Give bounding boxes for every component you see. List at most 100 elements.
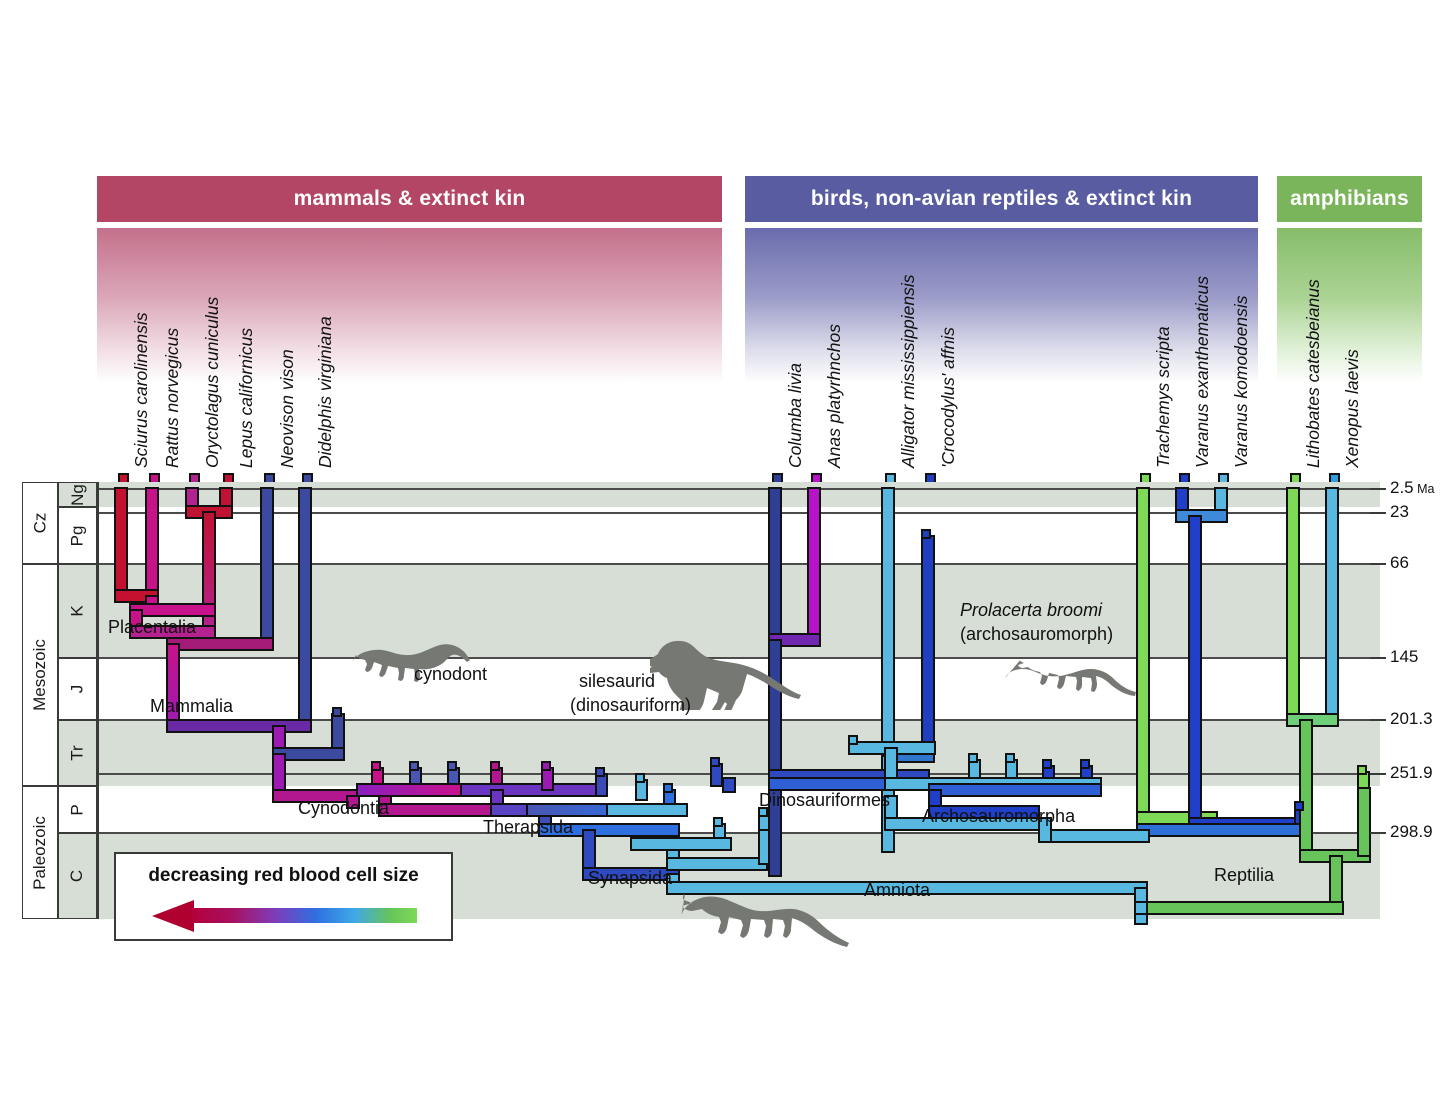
lineage-node-square [332, 707, 342, 717]
group-bar-mammals-label: mammals & extinct kin [293, 187, 526, 210]
clade-label-therapsida: Therapsida [483, 817, 574, 837]
group-bar-amphibians: amphibians [1277, 176, 1422, 222]
dimetrodon-silhouette [681, 894, 849, 947]
clade-label-dinosauriformes: Dinosauriformes [759, 790, 891, 810]
lineage-node-square [490, 761, 500, 771]
period-label: Ng [67, 483, 87, 506]
period-cell-p: P [58, 786, 97, 833]
lineage-node-square [1005, 753, 1015, 763]
axis-tick-label-298-9: 298.9 [1390, 822, 1433, 842]
legend-gradient-bar [192, 908, 417, 923]
era-cell-paleozoic: Paleozoic [22, 786, 58, 919]
axis-tick-value: 2.5 [1390, 478, 1414, 497]
time-rule-66 [99, 563, 1380, 565]
axis-tick-value: 23 [1390, 502, 1409, 521]
annotation-archosauromorph: (archosauromorph) [960, 624, 1114, 644]
group-panel-reptiles [745, 228, 1258, 383]
group-bar-reptiles: birds, non-avian reptiles & extinct kin [745, 176, 1258, 222]
axis-tick [1370, 563, 1386, 565]
lineage-node-square [968, 753, 978, 763]
time-rule-298-9 [99, 832, 1380, 834]
axis-tick [1370, 719, 1386, 721]
lineage-node-square [710, 757, 720, 767]
clade-label-reptilia: Reptilia [1214, 865, 1275, 885]
lineage-node-square [409, 761, 419, 771]
silesaurid-silhouette [650, 640, 801, 710]
group-panel-amphibians [1277, 228, 1422, 383]
time-rule-201-3 [99, 719, 1380, 721]
axis-tick [1370, 832, 1386, 834]
axis-tick [1370, 512, 1386, 514]
annotation-cynodont: cynodont [414, 664, 488, 684]
group-bar-reptiles-label: birds, non-avian reptiles & extinct kin [810, 187, 1193, 210]
group-panel-mammals [97, 228, 722, 383]
period-label: J [67, 684, 87, 694]
period-cell-j: J [58, 658, 97, 720]
legend-title: decreasing red blood cell size [148, 865, 419, 886]
axis-tick-value: 201.3 [1390, 709, 1433, 728]
group-bar-amphibians-label: amphibians [1290, 187, 1409, 210]
lineage-node-square [1080, 759, 1090, 769]
legend-rbc-size[interactable]: decreasing red blood cell size [114, 852, 453, 941]
axis-tick-label-23: 23 [1390, 502, 1409, 522]
axis-tick-value: 251.9 [1390, 763, 1433, 782]
lineage-node-square [921, 529, 931, 539]
lineage-node-square [371, 761, 381, 771]
lineage-node-square [713, 817, 723, 827]
axis-tick-value: 145 [1390, 647, 1419, 666]
era-label: Mesozoic [30, 639, 49, 711]
time-rule-2-5 [99, 488, 1380, 490]
lineage-node-square [1357, 765, 1367, 775]
axis-tick-label-145: 145 [1390, 647, 1418, 667]
period-cell-ng: Ng [58, 482, 97, 507]
clade-label-mammalia: Mammalia [150, 696, 234, 716]
annotation-prolacerta-broomi: Prolacerta broomi [960, 600, 1103, 620]
period-cell-pg: Pg [58, 507, 97, 564]
prolacerta-silhouette [1005, 660, 1136, 696]
axis-tick [1370, 488, 1386, 490]
period-label: P [67, 803, 87, 816]
time-rule-251-9 [99, 773, 1380, 775]
clade-label-amniota: Amniota [864, 880, 931, 900]
axis-tick-label-66: 66 [1390, 553, 1409, 573]
period-label: C [67, 869, 87, 883]
era-cell-mesozoic: Mesozoic [22, 564, 58, 786]
cynodont-silhouette [352, 644, 470, 682]
period-label: Pg [67, 525, 87, 546]
era-cell-cz: Cz [22, 482, 58, 564]
lineage-node-square [758, 807, 768, 817]
time-band-ng [99, 482, 1380, 507]
period-cell-k: K [58, 564, 97, 658]
period-cell-c: C [58, 833, 97, 919]
axis-unit-label: Ma [1413, 482, 1435, 496]
time-rule-23 [99, 512, 1380, 514]
time-band-k [99, 564, 1380, 658]
lineage-node-square [663, 783, 673, 793]
annotation-silesaurid: silesaurid [579, 671, 656, 691]
axis-tick-label-201-3: 201.3 [1390, 709, 1433, 729]
axis-tick-label-2-5: 2.5 Ma [1390, 478, 1434, 498]
period-label: K [67, 605, 87, 617]
clade-label-cynodontia: Cynodontia [298, 798, 390, 818]
axis-tick [1370, 657, 1386, 659]
period-label: Tr [67, 745, 87, 761]
era-label: Paleozoic [30, 815, 49, 890]
legend-arrow-icon [152, 900, 194, 932]
clade-label-archosauromorpha: Archosauromorpha [922, 806, 1076, 826]
time-rule-145 [99, 657, 1380, 659]
lineage-node-square [635, 773, 645, 783]
lineage-node-square [541, 761, 551, 771]
lineage-node-square [447, 761, 457, 771]
lineage-node-square [1042, 759, 1052, 769]
axis-tick-value: 298.9 [1390, 822, 1433, 841]
axis-tick-value: 66 [1390, 553, 1409, 572]
clade-label-synapsida: Synapsida [588, 868, 673, 888]
lineage-node-square [848, 735, 858, 745]
clade-label-placentalia: Placentalia [108, 617, 197, 637]
group-bar-mammals: mammals & extinct kin [97, 176, 722, 222]
period-cell-tr: Tr [58, 720, 97, 786]
annotation-dinosauriform: (dinosauriform) [570, 695, 692, 715]
era-label: Cz [30, 512, 49, 534]
lineage-node-square [1294, 801, 1304, 811]
